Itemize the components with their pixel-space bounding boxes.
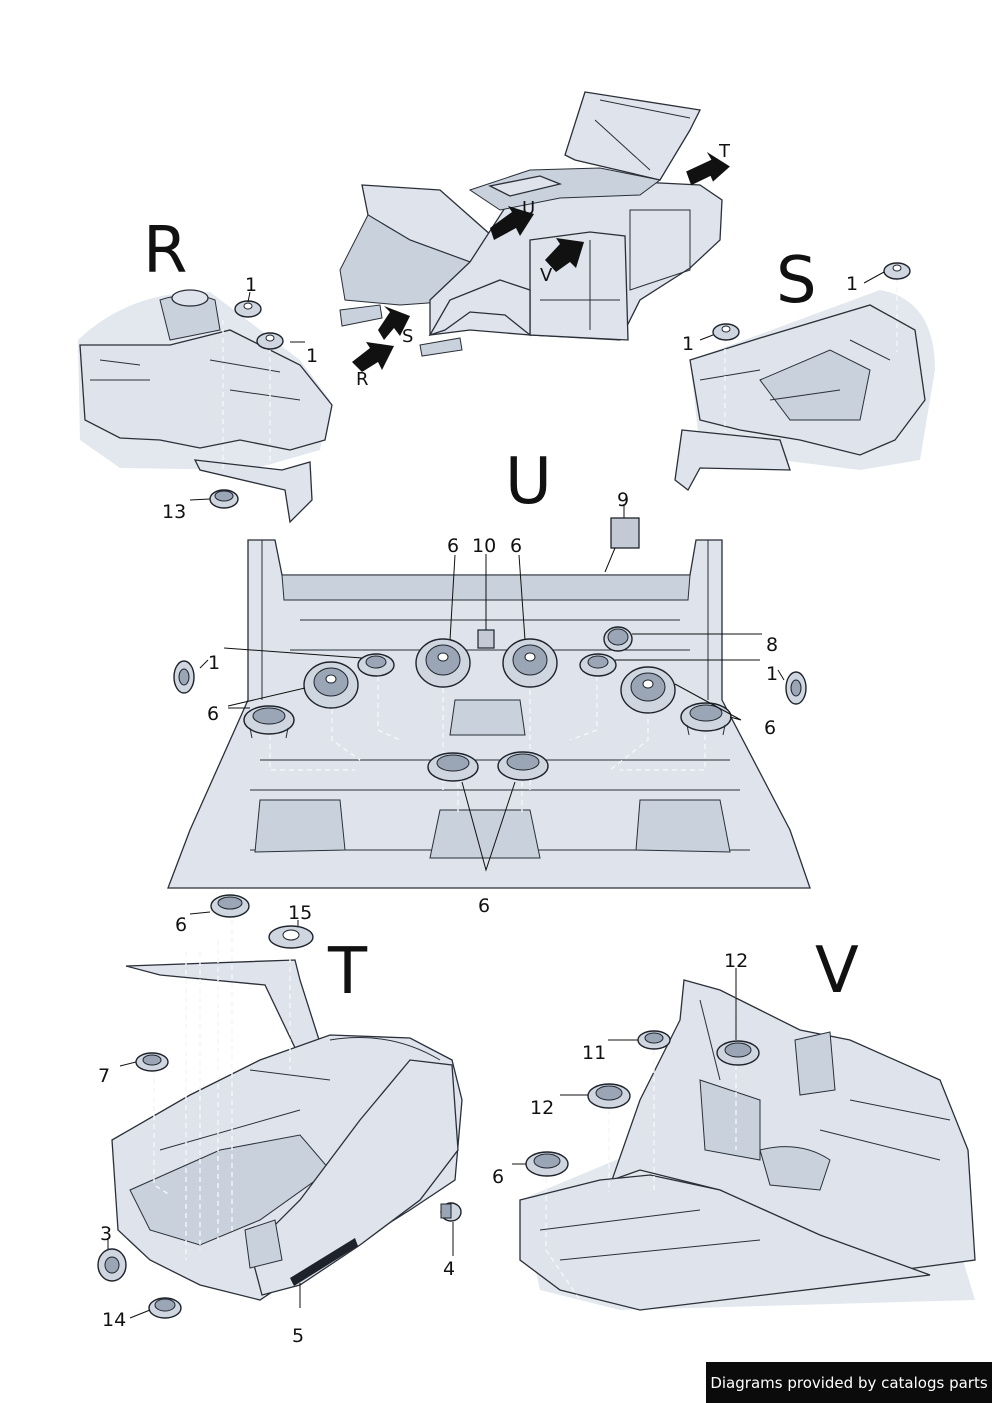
u-callout-1-right: 1 bbox=[766, 663, 778, 685]
v-callout-12a: 12 bbox=[724, 950, 748, 972]
u-part-9[interactable] bbox=[610, 517, 640, 549]
r-part-1b[interactable] bbox=[256, 332, 284, 350]
s-callout-1b: 1 bbox=[682, 333, 694, 355]
view-S: S 1 1 bbox=[674, 244, 935, 491]
r-callout-1a: 1 bbox=[245, 274, 257, 296]
view-V: V 12 11 12 6 bbox=[492, 934, 976, 1311]
u-part-8[interactable] bbox=[603, 626, 633, 652]
s-callout-1a: 1 bbox=[846, 273, 858, 295]
t-callout-7: 7 bbox=[98, 1065, 110, 1087]
t-part-4[interactable] bbox=[440, 1202, 462, 1222]
u-part-6-upper-left[interactable] bbox=[415, 638, 471, 688]
u-part-1-inner-left[interactable] bbox=[357, 653, 395, 677]
s-part-1b[interactable] bbox=[712, 323, 740, 341]
u-part-6-lower-left[interactable] bbox=[427, 752, 479, 782]
v-part-12-lower[interactable] bbox=[587, 1083, 631, 1109]
arrow-label-V: V bbox=[540, 265, 553, 286]
car-trunk-lid bbox=[564, 91, 701, 181]
r-frame-rail bbox=[193, 459, 313, 524]
r-callout-13: 13 bbox=[162, 501, 186, 523]
view-letter-S: S bbox=[776, 244, 817, 318]
v-side-wall bbox=[610, 979, 976, 1271]
t-trunk-floor bbox=[129, 1134, 331, 1246]
u-part-10[interactable] bbox=[477, 629, 495, 649]
t-callout-15: 15 bbox=[288, 902, 312, 924]
v-callout-12b: 12 bbox=[530, 1097, 554, 1119]
r-part-1a[interactable] bbox=[234, 300, 262, 318]
t-quarter-panel bbox=[249, 1059, 459, 1296]
view-letter-R: R bbox=[143, 214, 187, 288]
t-callout-5: 5 bbox=[292, 1325, 304, 1347]
t-part-15[interactable] bbox=[268, 925, 314, 949]
car-overview: T U V S R bbox=[339, 91, 731, 390]
view-R: R 1 1 13 bbox=[78, 214, 333, 524]
t-callout-4: 4 bbox=[443, 1258, 455, 1280]
u-part-6-mid-right[interactable] bbox=[620, 666, 676, 714]
u-part-6-outer-right[interactable] bbox=[680, 702, 732, 736]
u-callout-10: 10 bbox=[472, 535, 496, 557]
arrow-label-T: T bbox=[718, 141, 731, 162]
r-front-panel bbox=[79, 329, 333, 451]
u-part-1-inner-right[interactable] bbox=[579, 653, 617, 677]
t-part-14[interactable] bbox=[148, 1297, 182, 1319]
t-callout-6: 6 bbox=[175, 914, 187, 936]
t-part-6[interactable] bbox=[210, 894, 250, 918]
u-part-6-upper-right[interactable] bbox=[502, 638, 558, 688]
arrow-T bbox=[686, 152, 730, 186]
arrow-R bbox=[352, 342, 394, 372]
u-part-1-outer-right[interactable] bbox=[785, 671, 807, 705]
u-part-6-lower-right[interactable] bbox=[497, 751, 549, 781]
view-letter-V: V bbox=[815, 934, 859, 1008]
arrow-S bbox=[378, 306, 410, 340]
u-part-1-outer-left[interactable] bbox=[173, 660, 195, 694]
u-callout-6-bottom: 6 bbox=[478, 895, 490, 917]
u-callout-6-left: 6 bbox=[207, 703, 219, 725]
v-floor bbox=[519, 1174, 931, 1311]
arrow-label-R: R bbox=[356, 369, 369, 390]
u-part-6-mid-left[interactable] bbox=[303, 661, 359, 709]
arrow-label-S: S bbox=[402, 326, 413, 347]
arrow-U bbox=[490, 206, 534, 240]
t-part-3[interactable] bbox=[97, 1248, 127, 1282]
v-callout-6: 6 bbox=[492, 1166, 504, 1188]
v-callout-11: 11 bbox=[582, 1042, 606, 1064]
u-callout-8: 8 bbox=[766, 634, 778, 656]
sunroof bbox=[488, 175, 563, 197]
s-frame-rail bbox=[674, 429, 791, 491]
u-part-6-outer-left[interactable] bbox=[243, 705, 295, 739]
t-part-7[interactable] bbox=[135, 1052, 169, 1072]
u-callout-6a: 6 bbox=[447, 535, 459, 557]
view-U: U bbox=[167, 445, 811, 917]
u-callout-1-left: 1 bbox=[208, 652, 220, 674]
s-part-1a[interactable] bbox=[883, 262, 911, 280]
v-part-12-upper[interactable] bbox=[716, 1040, 760, 1066]
u-callout-6b: 6 bbox=[510, 535, 522, 557]
r-callout-1b: 1 bbox=[306, 345, 318, 367]
t-callout-3: 3 bbox=[100, 1223, 112, 1245]
r-part-13[interactable] bbox=[209, 489, 239, 509]
car-front-fender bbox=[428, 279, 531, 337]
v-part-11[interactable] bbox=[637, 1030, 671, 1050]
view-letter-T: T bbox=[327, 935, 368, 1009]
t-part-5[interactable] bbox=[290, 1238, 358, 1286]
u-callout-6-right: 6 bbox=[764, 717, 776, 739]
u-callout-9: 9 bbox=[617, 489, 629, 511]
arrow-V bbox=[545, 238, 584, 272]
view-T: T bbox=[97, 894, 463, 1347]
arrow-label-U: U bbox=[522, 198, 535, 219]
v-part-6[interactable] bbox=[525, 1151, 569, 1177]
credit-banner: Diagrams provided by catalogs parts bbox=[706, 1362, 992, 1403]
t-callout-14: 14 bbox=[102, 1309, 126, 1331]
view-letter-U: U bbox=[505, 445, 552, 519]
